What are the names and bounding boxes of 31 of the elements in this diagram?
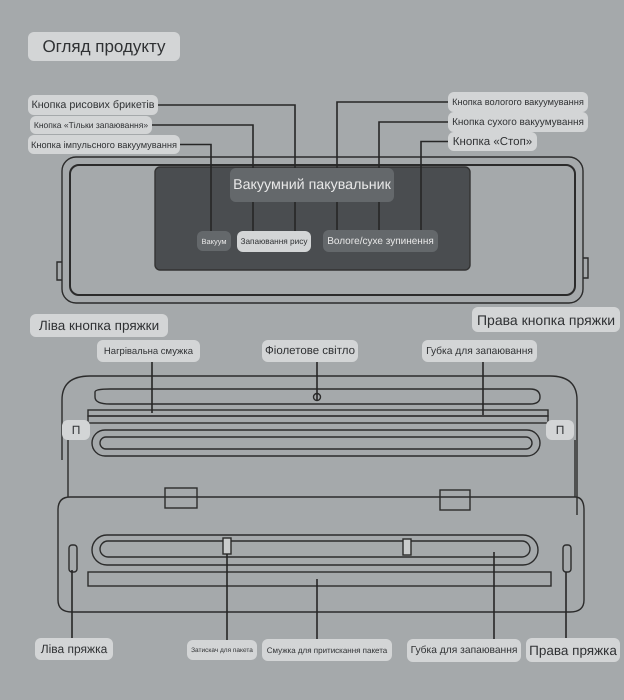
leader-line xyxy=(71,570,73,638)
label-tag: Кнопка вологого вакуумування xyxy=(448,92,588,112)
leader-line xyxy=(151,362,153,413)
label-tag: Права пряжка xyxy=(526,638,620,662)
leader-line xyxy=(226,554,228,640)
leader-line xyxy=(420,140,448,230)
label-tag: Кнопка імпульсного вакуумування xyxy=(28,135,180,154)
leader-line xyxy=(565,572,567,638)
label-tag: Вакуумний пакувальник xyxy=(230,168,394,202)
leader-line xyxy=(316,579,318,639)
leader-line xyxy=(316,362,318,400)
label-tag: Ліва кнопка пряжки xyxy=(30,314,168,337)
label-tag: Губка для запаювання xyxy=(422,340,537,362)
label-tag: Вологе/сухе зупинення xyxy=(323,230,438,252)
label-tag: Права кнопка пряжки xyxy=(472,307,620,332)
label-tag: Запаювання рису xyxy=(237,231,311,252)
label-tag: Кнопка сухого вакуумування xyxy=(448,112,588,132)
leader-line xyxy=(180,144,212,231)
label-tag: Нагрівальна смужка xyxy=(97,340,200,362)
label-tag: Губка для запаювання xyxy=(407,639,521,662)
label-tag: Кнопка «Тільки запаювання» xyxy=(30,116,152,134)
label-tag: Кнопка рисових брикетів xyxy=(28,95,158,115)
leader-line xyxy=(493,552,495,639)
label-tag: Фіолетове світло xyxy=(262,340,358,362)
leader-line xyxy=(482,362,484,415)
label-tag: Огляд продукту xyxy=(28,32,180,61)
label-tag: Кнопка «Стоп» xyxy=(448,132,537,151)
label-tag: П xyxy=(62,420,90,440)
label-tag: Ліва пряжка xyxy=(35,638,113,660)
label-tag: Смужка для притискання пакета xyxy=(262,639,392,661)
label-tag: П xyxy=(546,420,574,440)
